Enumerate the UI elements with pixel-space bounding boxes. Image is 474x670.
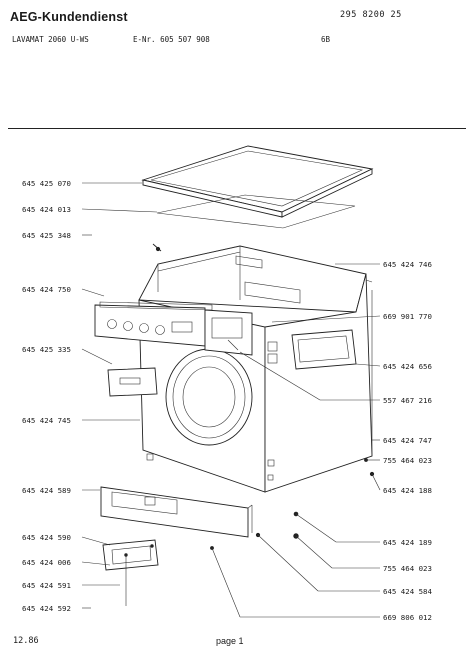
part-label-669-901-770: 669 901 770 [383,312,432,321]
brand-title: AEG-Kundendienst [10,10,128,24]
part-label-645-425-335: 645 425 335 [22,345,71,354]
part-label-645-424-013: 645 424 013 [22,205,71,214]
part-label-645-425-348: 645 425 348 [22,231,71,240]
part-label-645-425-070: 645 425 070 [22,179,71,188]
part-label-645-424-584: 645 424 584 [383,587,432,596]
part-label-645-424-656: 645 424 656 [383,362,432,371]
part-label-645-424-189: 645 424 189 [383,538,432,547]
part-label-645-424-188: 645 424 188 [383,486,432,495]
footer-date: 12.86 [13,636,39,646]
part-label-645-424-747: 645 424 747 [383,436,432,445]
sheet-code: 6B [321,35,331,44]
part-labels-left: 645 425 070 645 424 013 645 425 348 645 … [22,179,71,613]
header-rule [8,128,466,130]
model-name: LAVAMAT 2060 U-WS [12,35,89,44]
part-label-645-424-591: 645 424 591 [22,581,71,590]
screw [152,243,162,252]
part-label-669-806-012: 669 806 012 [383,613,432,622]
programme-switch [204,309,253,356]
part-label-645-424-006: 645 424 006 [22,558,71,567]
detergent-drawer [107,367,158,397]
part-labels-right: 645 424 746 669 901 770 645 424 656 557 … [383,260,432,622]
e-number: E-Nr. 605 507 908 [133,35,210,44]
leader-lines-left [81,182,158,609]
part-label-645-424-590: 645 424 590 [22,533,71,542]
part-label-645-424-745: 645 424 745 [22,416,71,425]
filter-cover [102,539,159,571]
kick-plate [100,486,253,538]
top-cover [141,145,374,218]
control-panel [94,301,213,347]
top-gasket [156,194,356,229]
part-label-755-464-023-a: 755 464 023 [383,456,432,465]
part-label-557-467-216: 557 467 216 [383,396,432,405]
part-label-645-424-750: 645 424 750 [22,285,71,294]
leader-lines-right [211,263,381,618]
part-label-645-424-746: 645 424 746 [383,260,432,269]
footer-page: page 1 [216,636,244,646]
part-label-645-424-592: 645 424 592 [22,604,71,613]
document-number: 295 8200 25 [340,10,402,20]
part-label-645-424-589: 645 424 589 [22,486,71,495]
part-label-755-464-023-b: 755 464 023 [383,564,432,573]
